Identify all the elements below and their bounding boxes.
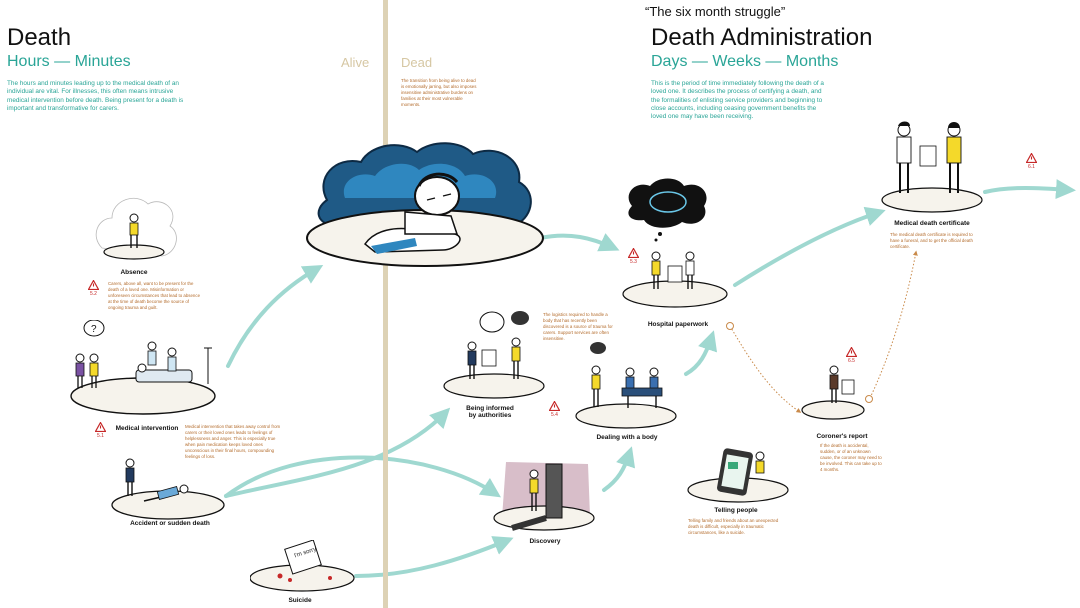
being-informed-illustration <box>443 311 545 399</box>
medical-intervention-note: Medical intervention that takes away con… <box>185 424 281 459</box>
absence-stage <box>90 192 178 270</box>
discovery-stage <box>492 458 597 536</box>
dotted-hospital-to-coroner <box>729 325 802 413</box>
medical-death-certificate-note: The medical death certificate is require… <box>890 232 973 249</box>
dotted-coroner-to-certificate <box>869 250 918 399</box>
being-informed-note: The logistics required to handle a body … <box>543 312 613 341</box>
absence-label: Absence <box>120 269 148 276</box>
absence-note: Carers, above all, want to be present fo… <box>108 281 201 310</box>
arrow-hospital-to-certificate <box>733 206 886 287</box>
medical-intervention-illustration: ? <box>70 319 216 415</box>
telling-people-note: Telling family and friends about an unex… <box>688 518 779 535</box>
medical-intervention-label: Medical intervention <box>115 425 179 432</box>
arrow-body-to-hospital <box>684 330 718 376</box>
dealing-with-body-stage <box>574 340 679 432</box>
warning-icon <box>95 422 106 432</box>
dead-description: The transition from being alive to dead … <box>401 78 477 107</box>
admin-subtitle: Days — Weeks — Months <box>651 53 839 70</box>
admin-title: Death Administration <box>651 24 873 51</box>
dark-cloud-icon <box>306 142 544 267</box>
medical-death-certificate-illustration <box>881 121 983 213</box>
being-informed-label: Being informed by authorities <box>466 405 514 419</box>
arrow-suicide-to-discovery <box>354 536 514 578</box>
warning-5-2: 5.2 <box>88 280 99 297</box>
dead-label: Dead <box>401 55 433 70</box>
arrow-discovery-to-body <box>602 446 636 492</box>
warning-6-5: 6.5 <box>846 347 857 364</box>
hospital-paperwork-illustration <box>622 178 728 308</box>
coroners-report-stage <box>800 362 866 424</box>
medical-death-certificate-label: Medical death certificate <box>894 220 970 227</box>
absence-illustration <box>95 198 177 260</box>
suicide-label: Suicide <box>288 597 312 604</box>
arrow-accident-to-discovery <box>224 455 501 498</box>
telling-people-label: Telling people <box>714 507 758 514</box>
arrow-certificate-out <box>983 179 1076 200</box>
coroners-report-note: If the death is accidental, sudden, or o… <box>820 443 882 472</box>
warning-5-1: 5.1 <box>95 422 106 439</box>
being-informed-stage <box>442 310 547 400</box>
accident-label: Accident or sudden death <box>130 520 210 527</box>
telling-people-stage <box>686 448 790 506</box>
discovery-illustration <box>493 462 595 531</box>
warning-icon <box>549 401 560 411</box>
warning-icon <box>88 280 99 290</box>
warning-icon <box>628 248 639 258</box>
quote: “The six month struggle” <box>645 4 786 19</box>
hospital-paperwork-label: Hospital paperwork <box>647 321 709 328</box>
dealing-with-body-label: Dealing with a body <box>596 434 658 441</box>
alive-dead-divider <box>383 0 388 608</box>
warning-icon <box>1026 153 1037 163</box>
discovery-label: Discovery <box>529 538 561 545</box>
medical-intervention-stage: ? <box>68 319 218 420</box>
warning-icon <box>846 347 857 357</box>
warning-5-4: 5.4 <box>549 401 560 418</box>
death-title: Death <box>7 24 72 51</box>
coroners-report-label: Coroner's report <box>816 433 868 440</box>
arrow-accident-to-informed <box>224 407 451 498</box>
admin-intro: This is the period of time immediately f… <box>651 80 824 121</box>
arrow-medical-to-death <box>226 264 324 368</box>
accident-illustration <box>111 458 225 520</box>
hospital-paperwork-stage <box>620 176 730 316</box>
warning-6-1: 6.1 <box>1026 153 1037 170</box>
suicide-stage <box>249 539 360 600</box>
suicide-illustration <box>249 539 355 592</box>
warning-5-3: 5.3 <box>628 248 639 265</box>
death-moment-illustration <box>305 138 545 273</box>
dealing-with-body-illustration <box>575 342 677 429</box>
coroners-report-illustration <box>801 365 865 420</box>
death-subtitle: Hours — Minutes <box>7 53 131 70</box>
medical-death-certificate-stage <box>880 118 984 214</box>
alive-label: Alive <box>341 55 370 70</box>
arrow-death-to-hospital <box>538 233 620 252</box>
svg-text:?: ? <box>91 324 97 335</box>
telling-people-illustration <box>687 448 789 503</box>
accident-stage <box>110 455 230 523</box>
death-intro: The hours and minutes leading up to the … <box>7 80 184 112</box>
